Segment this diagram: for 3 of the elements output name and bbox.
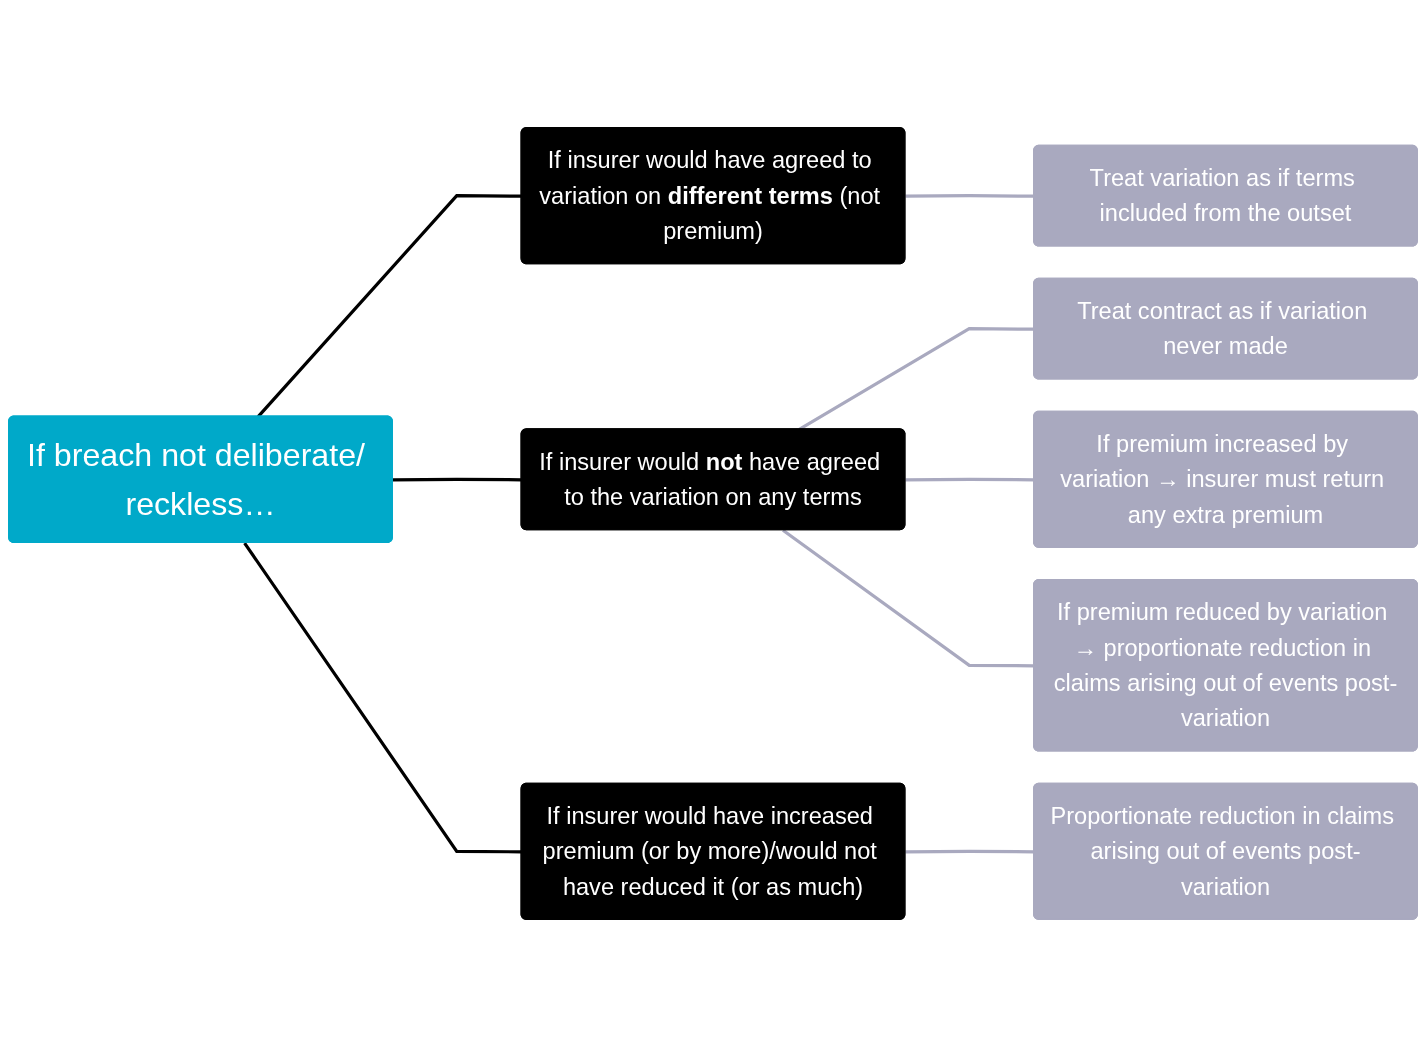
connector [257, 194, 522, 418]
connector [243, 542, 522, 854]
connector [392, 477, 522, 482]
